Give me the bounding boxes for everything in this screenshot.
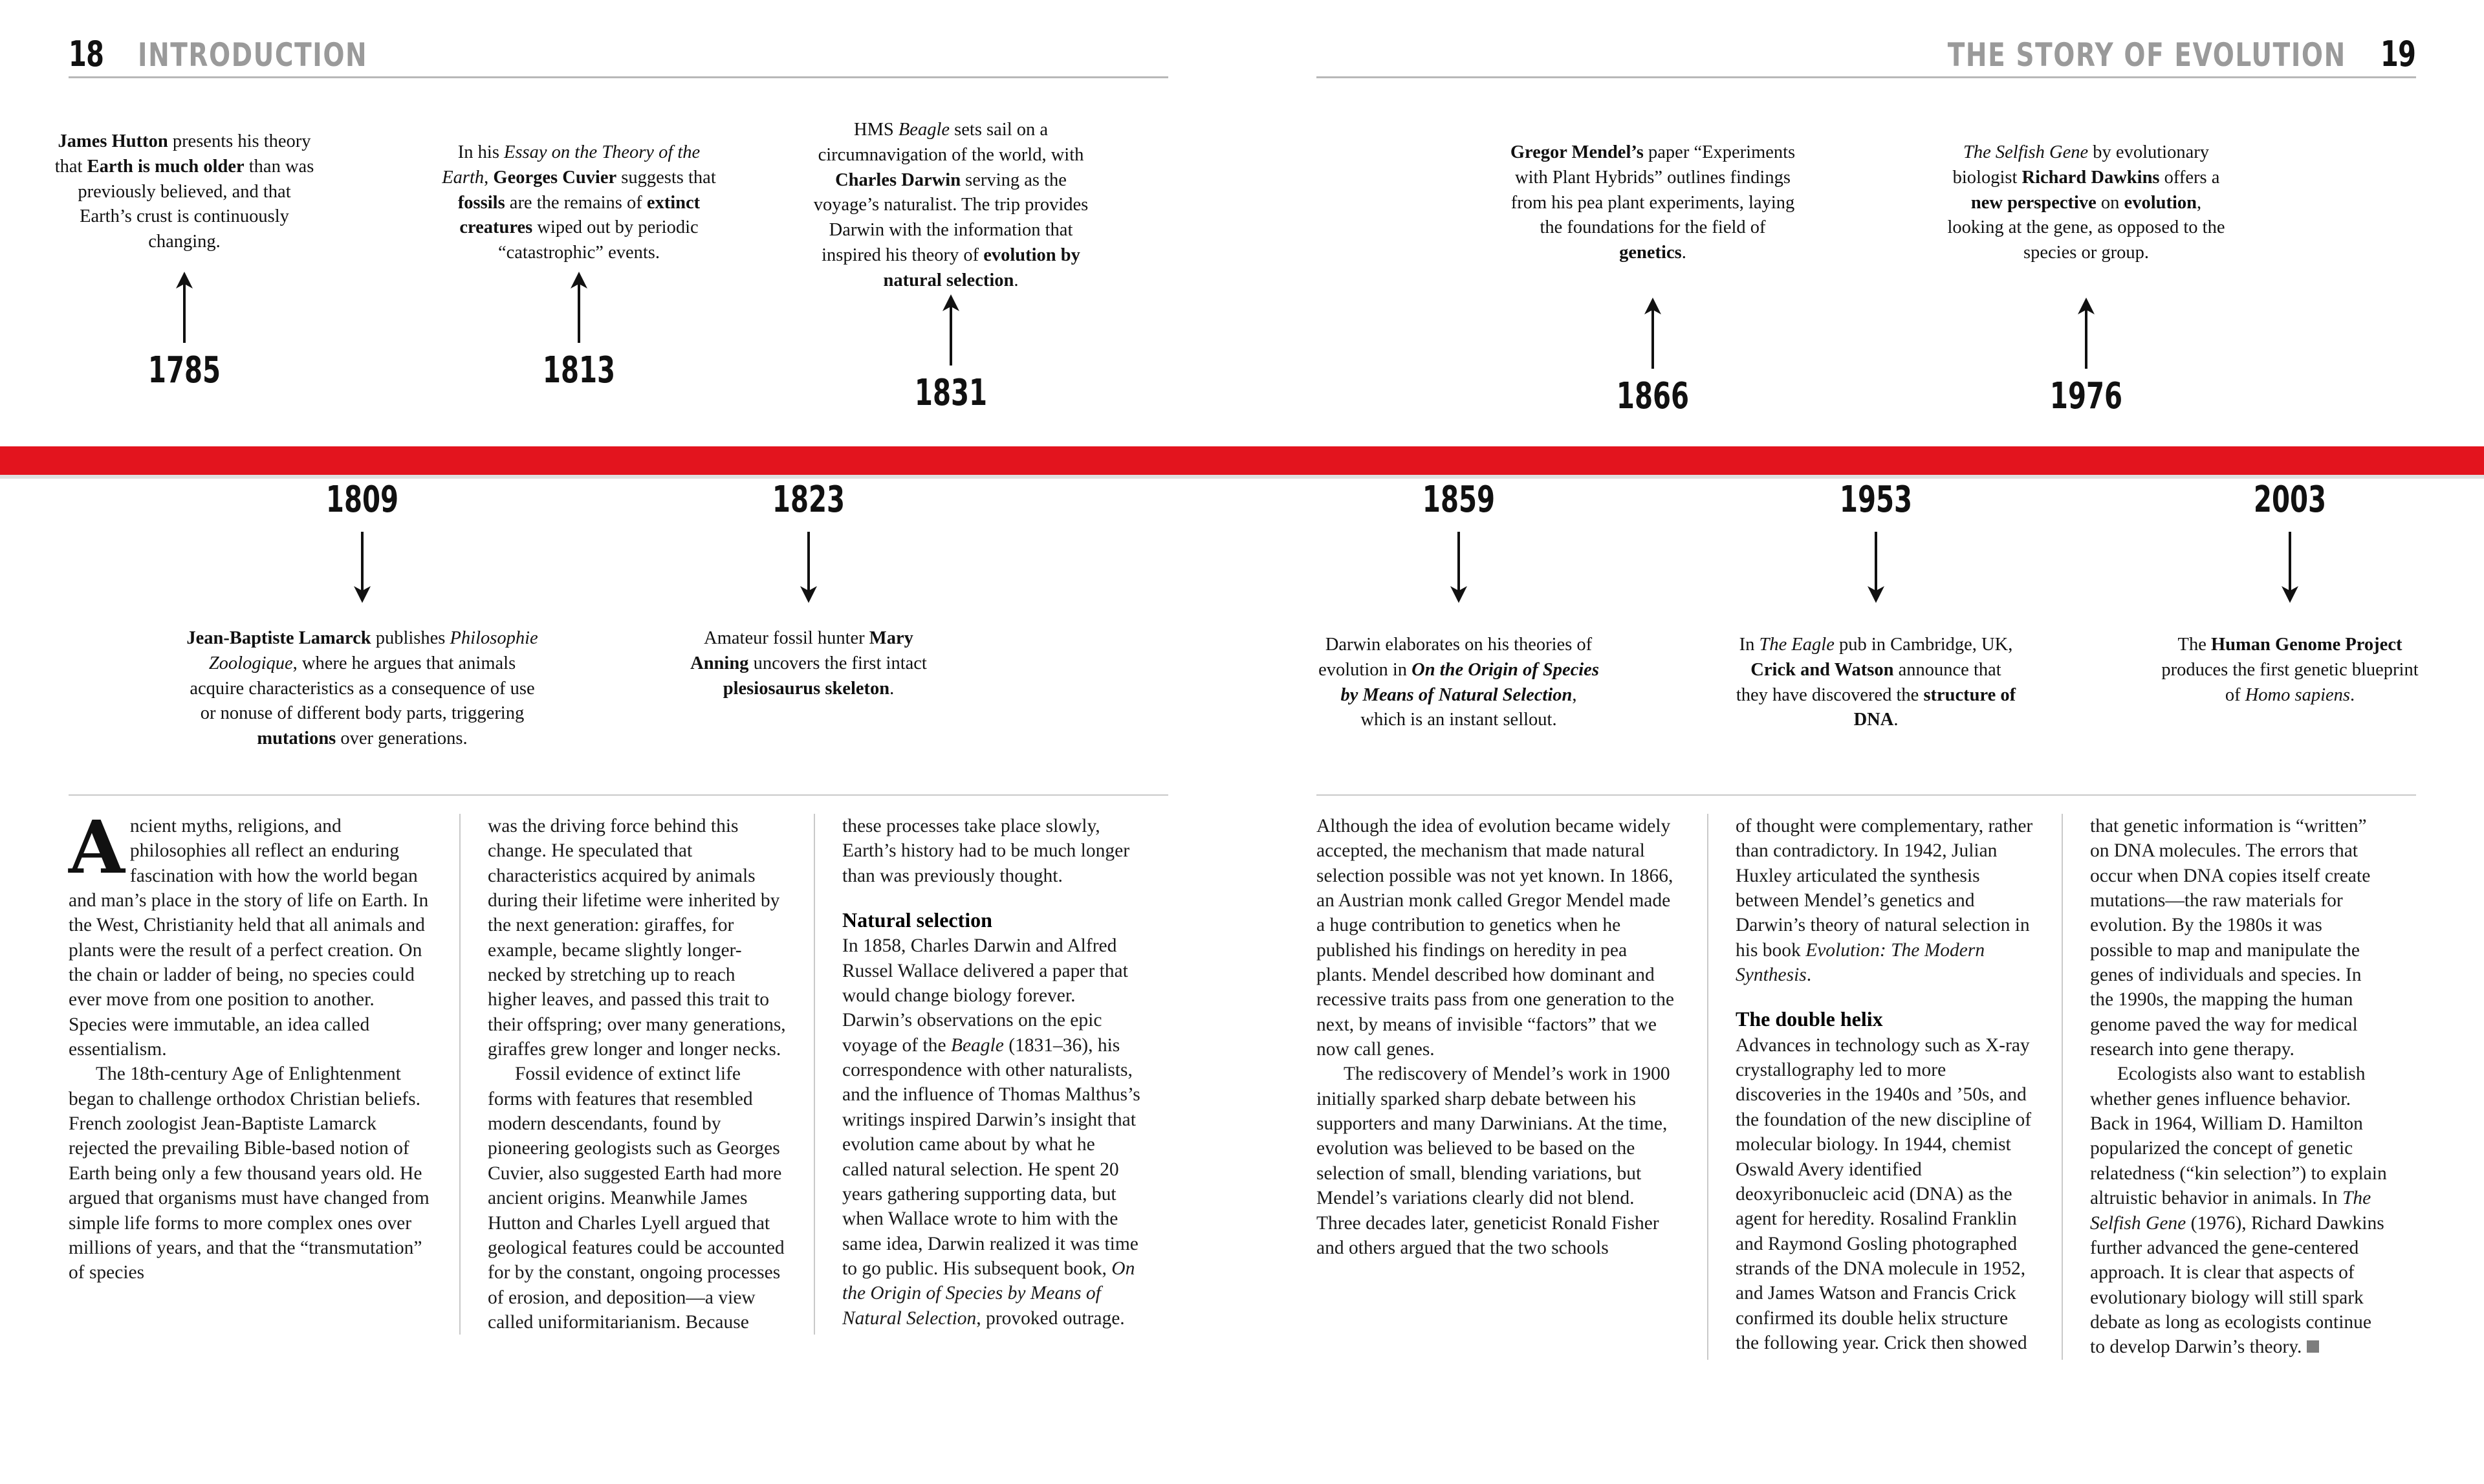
article-column: that genetic information is “written” on… (2062, 814, 2416, 1360)
event-text: HMS Beagle sets sail on a circumnavigati… (813, 120, 1089, 290)
article-columns-right: Although the idea of evolution became wi… (1316, 814, 2416, 1360)
arrow-down-icon (348, 532, 376, 603)
article-column: was the driving force behind this change… (459, 814, 814, 1335)
event-text: Gregor Mendel’s paper “Experiments with … (1510, 142, 1796, 263)
page-folio-left: 18 (69, 34, 104, 74)
article-paragraph: these processes take place slowly, Earth… (842, 816, 1130, 886)
running-head-right: THE STORY OF EVOLUTION 19 (1835, 34, 2416, 74)
article-paragraph: of thought were complementary, rather th… (1736, 816, 2033, 986)
article-column: Although the idea of evolution became wi… (1316, 814, 1707, 1360)
event-year: 1813 (542, 349, 616, 391)
timeline-event-1866: Gregor Mendel’s paper “Experiments with … (1507, 140, 1798, 417)
arrow-down-icon (2276, 532, 2304, 603)
running-head-left: 18 INTRODUCTION (69, 34, 433, 74)
article-paragraph: Ecologists also want to establish whethe… (2090, 1064, 2387, 1358)
event-year: 1823 (772, 479, 845, 521)
page-folio-right: 19 (2380, 34, 2416, 74)
event-year: 1831 (914, 372, 988, 414)
event-year: 1866 (1616, 375, 1690, 417)
header-rule-right (1316, 76, 2416, 78)
event-year: 1976 (2049, 375, 2123, 417)
article-subheading: The double helix (1736, 1007, 1883, 1031)
timeline-bar-shadow (0, 475, 2484, 479)
drop-cap: A (69, 805, 125, 890)
article-paragraph: Advances in technology such as X-ray cry… (1736, 1034, 2032, 1353)
event-text: James Hutton presents his theory that Ea… (54, 131, 314, 252)
article-column: these processes take place slowly, Earth… (814, 814, 1168, 1335)
event-text: In The Eagle pub in Cambridge, UK, Crick… (1736, 635, 2016, 730)
event-text: Darwin elaborates on his theories of evo… (1318, 635, 1599, 730)
arrow-up-icon (2072, 298, 2100, 369)
arrow-down-icon (794, 532, 823, 603)
article-paragraph: was the driving force behind this change… (488, 816, 786, 1060)
event-text: Jean-Baptiste Lamarck publishes Philosop… (186, 628, 538, 748)
body-rule-left (69, 794, 1168, 796)
article-paragraph: The 18th-century Age of Enlightenment be… (69, 1064, 430, 1283)
arrow-down-icon (1444, 532, 1473, 603)
end-of-article-mark (2307, 1340, 2320, 1353)
timeline-event-1785: James Hutton presents his theory that Ea… (52, 129, 317, 391)
article-paragraph: Fossil evidence of extinct life forms wi… (488, 1064, 785, 1333)
arrow-up-icon (170, 272, 199, 343)
event-text: Amateur fossil hunter Mary Anning uncove… (690, 628, 927, 699)
event-year: 1859 (1422, 479, 1496, 521)
article-paragraph: The rediscovery of Mendel’s work in 1900… (1316, 1064, 1670, 1258)
arrow-up-icon (565, 272, 593, 343)
event-year: 1785 (147, 349, 221, 391)
header-rule-left (69, 76, 1168, 78)
timeline-event-1976: The Selfish Gene by evolutionary biologi… (1941, 140, 2232, 417)
event-year: 1953 (1839, 479, 1913, 521)
article-paragraph: that genetic information is “written” on… (2090, 816, 2371, 1060)
event-text: The Selfish Gene by evolutionary biologi… (1947, 142, 2225, 263)
event-text: In his Essay on the Theory of the Earth,… (442, 142, 716, 263)
timeline-red-bar (0, 446, 2484, 475)
article-paragraph: Although the idea of evolution became wi… (1316, 816, 1674, 1060)
event-year: 2003 (2253, 479, 2327, 521)
body-rule-right (1316, 794, 2416, 796)
article-paragraph: In 1858, Charles Darwin and Alfred Russe… (842, 935, 1140, 1329)
section-title-left: INTRODUCTION (138, 36, 368, 74)
timeline-event-1813: In his Essay on the Theory of the Earth,… (440, 140, 718, 391)
event-text: The Human Genome Project produces the fi… (2161, 635, 2419, 705)
section-title-right: THE STORY OF EVOLUTION (1947, 36, 2346, 74)
arrow-up-icon (937, 294, 965, 366)
article-column: of thought were complementary, rather th… (1707, 814, 2062, 1360)
arrow-down-icon (1862, 532, 1890, 603)
article-subheading: Natural selection (842, 908, 992, 932)
arrow-up-icon (1639, 298, 1667, 369)
event-year: 1809 (325, 479, 399, 521)
timeline-event-1831: HMS Beagle sets sail on a circumnavigati… (802, 118, 1100, 414)
